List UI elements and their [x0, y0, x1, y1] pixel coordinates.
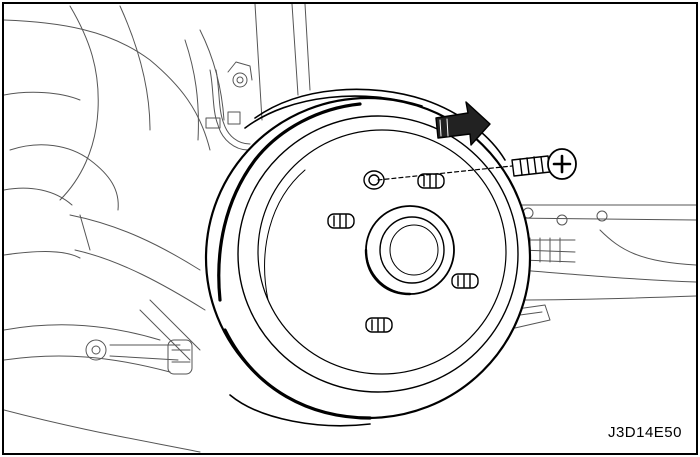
removal-arrow-icon	[435, 101, 491, 146]
figure-code-label: J3D14E50	[607, 424, 682, 441]
wheel-stud-icon	[327, 173, 479, 333]
retaining-screw-icon	[511, 148, 577, 180]
screw-hole	[363, 170, 385, 190]
alignment-dashed-line	[377, 165, 513, 181]
vehicle-body-background	[4, 4, 696, 453]
brake-drum-icon	[204, 96, 532, 420]
